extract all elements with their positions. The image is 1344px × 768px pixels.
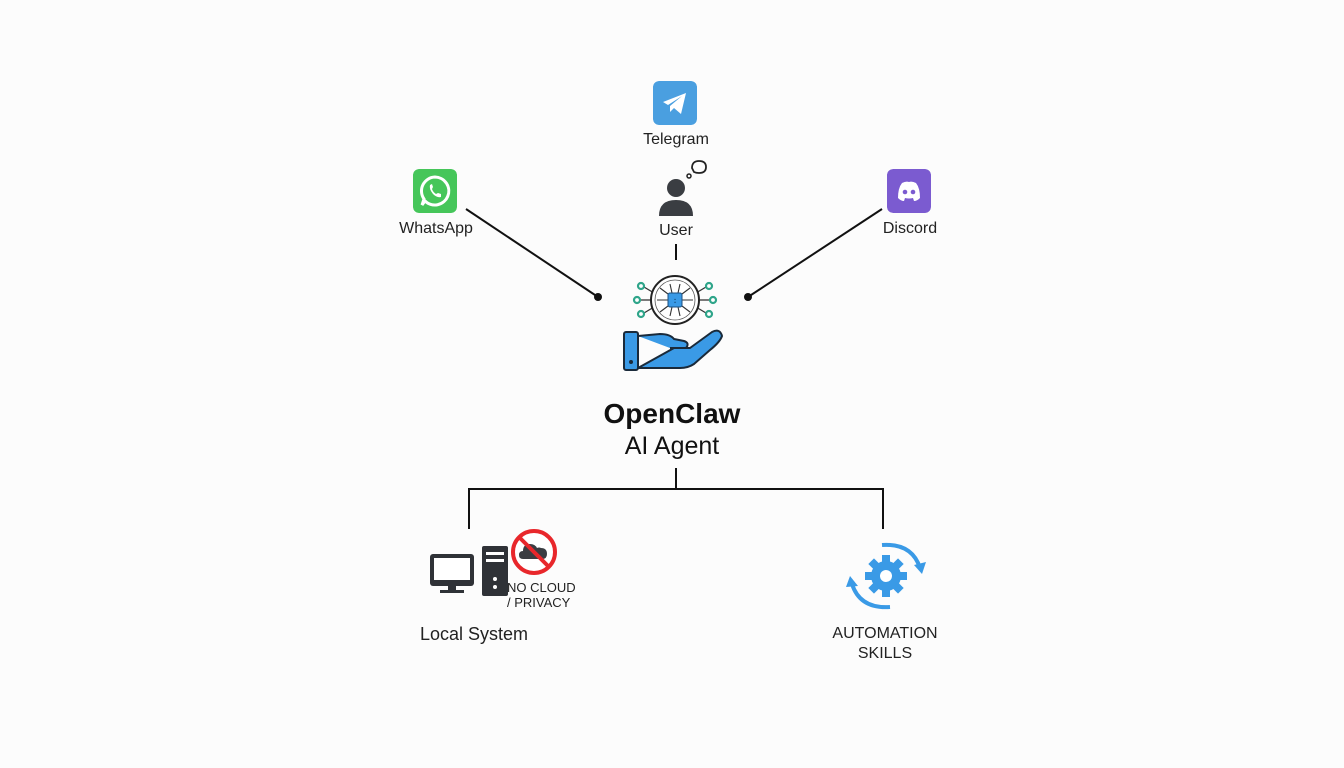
user-node xyxy=(656,158,708,225)
telegram-icon xyxy=(653,81,697,125)
automation-label-1: AUTOMATION xyxy=(832,625,938,642)
discord-connector xyxy=(747,208,883,298)
agent-subtitle: AI Agent xyxy=(624,432,720,460)
whatsapp-label: WhatsApp xyxy=(399,220,473,237)
no-cloud-badge xyxy=(509,527,559,582)
whatsapp-connector-dot xyxy=(594,293,602,301)
no-cloud-icon xyxy=(511,529,557,575)
discord-connector-dot xyxy=(744,293,752,301)
automation-label-2: SKILLS xyxy=(857,645,913,662)
ai-brain-hand-icon: : xyxy=(623,275,723,371)
local-system-node[interactable] xyxy=(428,544,512,605)
discord-node[interactable] xyxy=(887,169,931,218)
whatsapp-node[interactable] xyxy=(413,169,457,218)
telegram-label: Telegram xyxy=(643,131,709,148)
svg-text::: : xyxy=(673,296,678,305)
discord-label: Discord xyxy=(882,220,938,237)
local-system-label: Local System xyxy=(420,624,529,644)
automation-node[interactable] xyxy=(844,540,928,617)
gear-cycle-icon xyxy=(846,542,926,610)
user-label: User xyxy=(659,222,693,239)
branch-connector xyxy=(468,488,884,529)
telegram-node[interactable] xyxy=(653,81,697,130)
user-thought-icon xyxy=(659,160,707,216)
whatsapp-connector xyxy=(465,208,599,298)
discord-icon xyxy=(887,169,931,213)
agent-title: OpenClaw xyxy=(603,398,741,429)
agent-node[interactable]: : xyxy=(620,266,730,381)
no-cloud-text-2: / PRIVACY xyxy=(507,595,571,610)
whatsapp-icon xyxy=(413,169,457,213)
computer-icon xyxy=(430,546,508,596)
no-cloud-text-1: NO CLOUD xyxy=(507,580,576,595)
